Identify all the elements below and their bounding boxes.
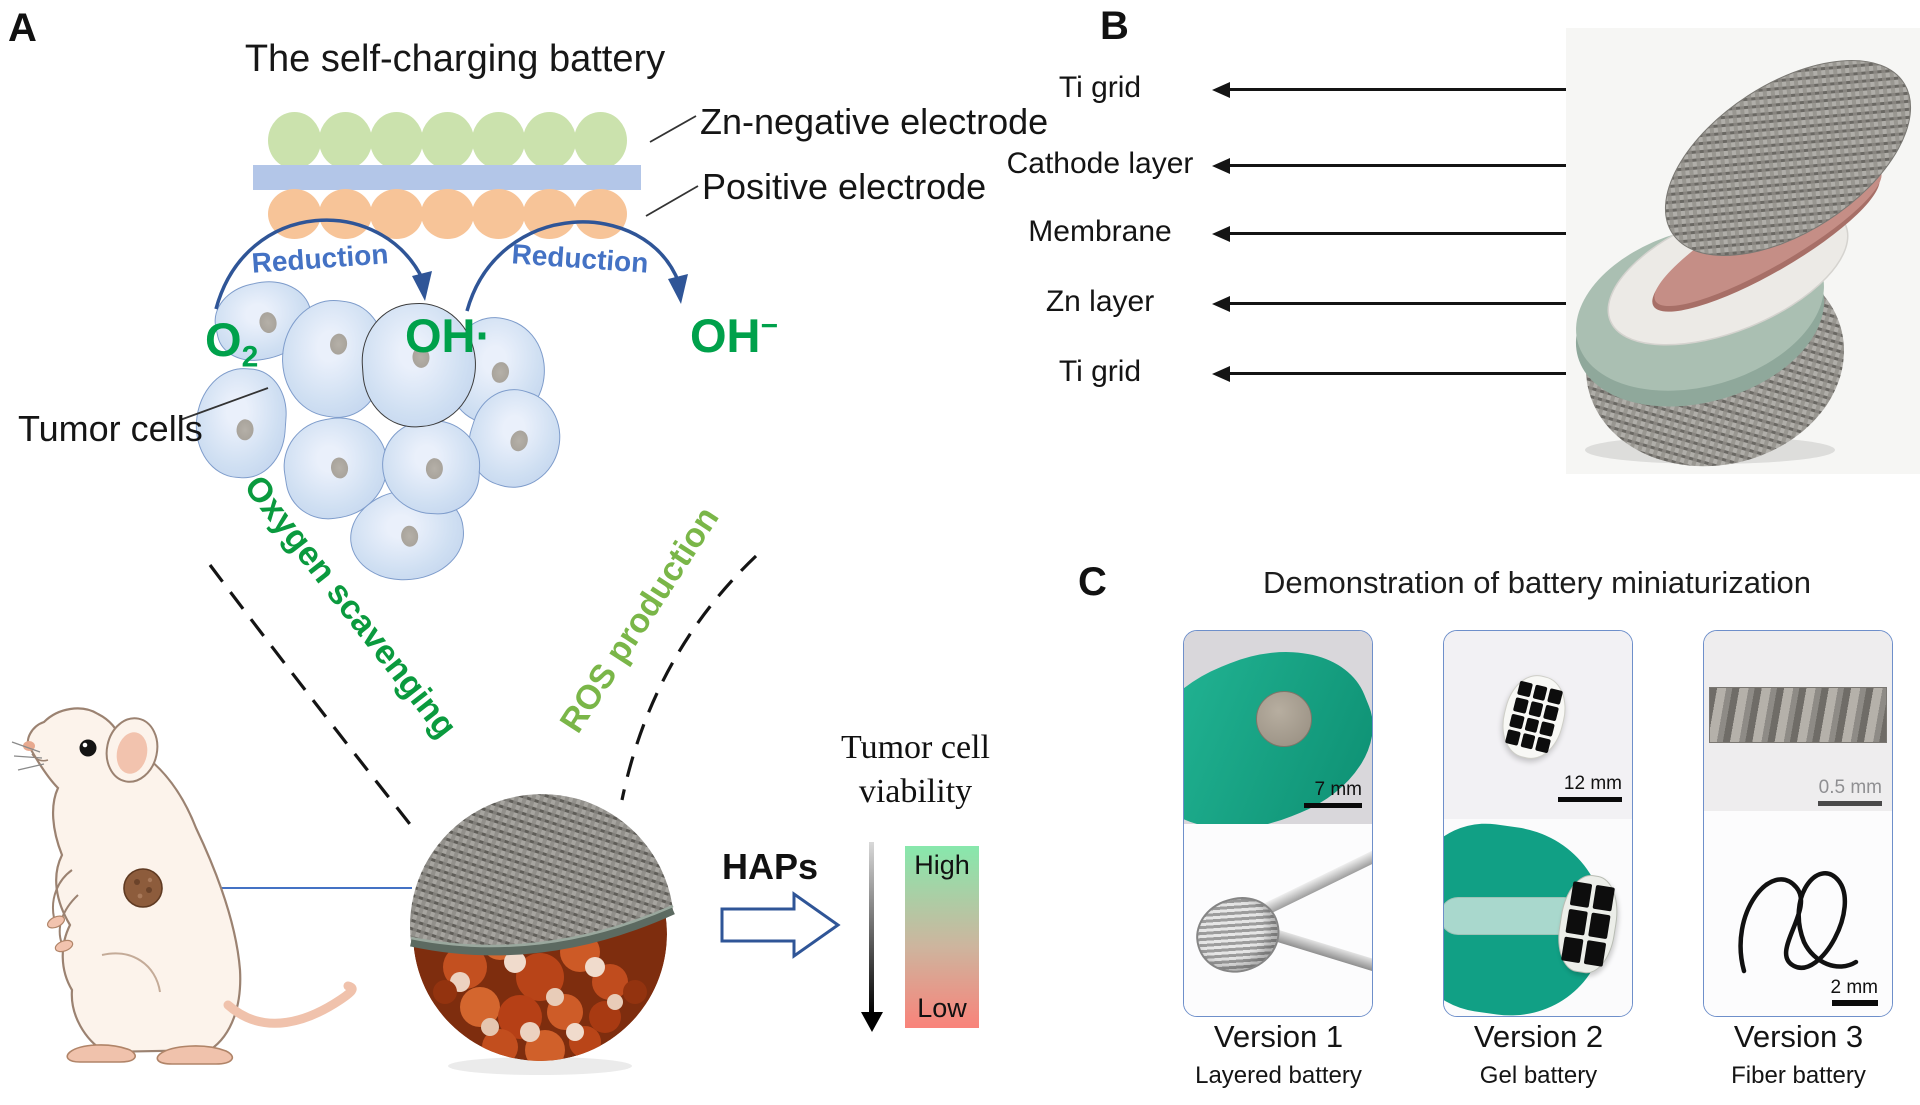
fiber-micrograph [1709, 687, 1887, 743]
mouse-ear-inner [116, 732, 148, 774]
scale-label: 12 mm [1563, 773, 1622, 794]
layer-arrowhead [1212, 158, 1230, 174]
positive-electrode-label: Positive electrode [702, 166, 987, 207]
photo-fiber-loops: 2 mm [1704, 811, 1892, 1016]
zn-electrode-label: Zn-negative electrode [700, 101, 1049, 142]
mouse-foot [156, 1045, 234, 1065]
mouse-tumor [123, 868, 163, 908]
scale-label: 7 mm [1314, 779, 1363, 800]
photo-grid-disc: 12 mm [1444, 631, 1632, 819]
mouse-illustration [11, 707, 357, 1065]
positive-label-leader [645, 185, 699, 217]
layer-arrow [1228, 372, 1566, 375]
gel-disc [1494, 668, 1574, 766]
layer-label-cathode: Cathode layer [1006, 147, 1194, 180]
dashed-funnel-left [208, 564, 415, 829]
gel-battery-label: Gel battery [1479, 1062, 1598, 1089]
zn-particle [574, 112, 627, 169]
reduction-arc-right [465, 220, 681, 312]
mouse-haunch [101, 952, 161, 993]
panel-c-title: Demonstration of battery miniaturization [1263, 565, 1811, 600]
layer-arrowhead [1212, 366, 1230, 382]
cathode-particle [319, 189, 372, 239]
dashed-funnel-right [620, 554, 758, 801]
arrowhead-right [668, 274, 688, 304]
scale-label: 0.5 mm [1818, 777, 1882, 798]
panel-a-title: The self-charging battery [244, 38, 666, 80]
viability-gradient-bar: High Low [905, 846, 979, 1028]
layer-label-zn: Zn layer [1045, 285, 1155, 318]
battery-disc [1256, 691, 1312, 747]
photo-twisted-fiber: 0.5 mm [1704, 631, 1892, 811]
zn-particle [523, 112, 576, 169]
arrowhead-left [412, 271, 432, 301]
layer-arrow [1228, 302, 1566, 305]
o2-label: O2 [205, 313, 259, 374]
separator-bar [253, 165, 641, 190]
mouse-foot [66, 1044, 136, 1063]
scale-bar [1832, 1000, 1878, 1006]
mouse-tail [223, 981, 357, 1028]
viability-low: Low [917, 993, 967, 1023]
zn-particle [421, 112, 474, 169]
version-1-label: Version 1 [1213, 1019, 1344, 1054]
layer-label-ti-grid-bottom: Ti grid [1058, 355, 1142, 388]
layer-arrow [1228, 164, 1566, 167]
fiber-loops-drawing [1738, 871, 1859, 974]
layer-arrowhead [1212, 82, 1230, 98]
zn-label-leader [649, 115, 697, 143]
viability-high: High [914, 850, 970, 880]
reduction-arc-left [214, 218, 425, 310]
mouse-eye [79, 739, 97, 757]
panel-c-label: C [1078, 560, 1107, 604]
cathode-particle [370, 189, 423, 239]
card-version-2: 12 mm [1443, 630, 1633, 1017]
fiber-battery-label: Fiber battery [1731, 1062, 1866, 1089]
viability-arrow [869, 842, 874, 1014]
card-version-1: 7 mm [1183, 630, 1373, 1017]
layer-label-membrane: Membrane [1028, 215, 1172, 248]
layer-arrow [1228, 88, 1566, 91]
haps-label: HAPs [722, 846, 819, 887]
card-version-3: 0.5 mm 2 mm [1703, 630, 1893, 1017]
implant-sphere [410, 794, 675, 1075]
tumor-cells-label: Tumor cells [18, 408, 203, 449]
layer-arrowhead [1212, 226, 1230, 242]
mesh-cap [410, 794, 673, 951]
battery-exploded-render [1575, 60, 1912, 467]
scale-bar [1818, 801, 1882, 806]
mouse-whiskers [11, 741, 45, 771]
ti-grid-top [1664, 60, 1912, 256]
layer-arrowhead [1212, 296, 1230, 312]
photo-disc-on-finger: 7 mm [1184, 631, 1372, 824]
zn-particle [472, 112, 525, 169]
scale-label: 2 mm [1830, 977, 1879, 998]
cathode-particle [574, 189, 627, 239]
layer-arrow [1228, 232, 1566, 235]
photo-tweezers [1184, 824, 1372, 1016]
cathode-particle [472, 189, 525, 239]
scale-bar [1558, 797, 1622, 802]
panel-b-label: B [1100, 4, 1129, 48]
scale-bar [1304, 803, 1362, 808]
layer-label-ti-grid-top: Ti grid [1058, 71, 1142, 104]
viability-arrowhead [861, 1012, 883, 1032]
haps-block-arrow [720, 891, 841, 959]
oh-minus-label: OH− [690, 309, 779, 362]
version-2-label: Version 2 [1473, 1019, 1604, 1054]
panel-a-label: A [8, 6, 37, 50]
tumor-cells-leader [179, 387, 269, 421]
mesh-cap-rim [410, 905, 675, 956]
cathode-particle [523, 189, 576, 239]
zn-particle [319, 112, 372, 169]
photo-gel-battery [1444, 819, 1632, 1016]
layered-battery-label: Layered battery [1195, 1062, 1362, 1089]
viability-title: Tumor cell viability [841, 729, 990, 811]
cathode-particle [421, 189, 474, 239]
oh-radical-label: OH· [405, 309, 492, 362]
zn-particle [370, 112, 423, 169]
version-3-label: Version 3 [1733, 1019, 1864, 1054]
zn-particle [268, 112, 321, 169]
